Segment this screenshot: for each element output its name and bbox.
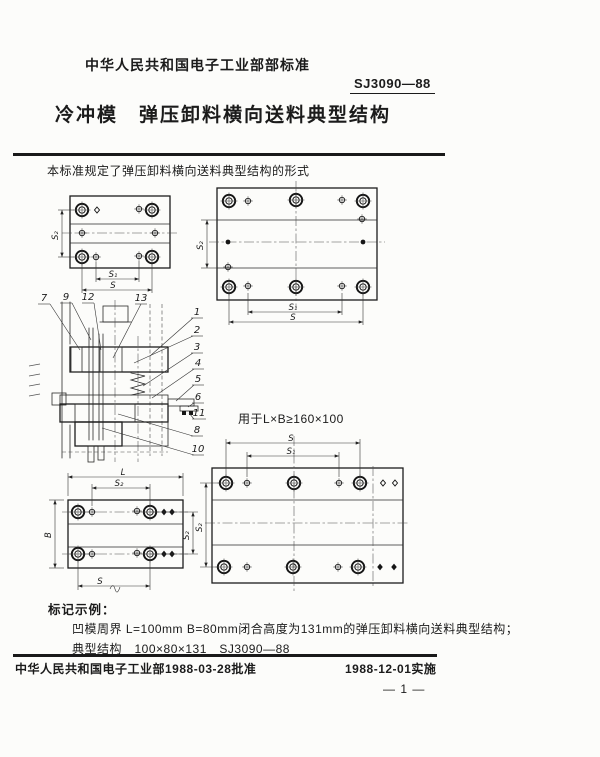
marking-example-line2: 典型结构 100×80×131 SJ3090—88 xyxy=(72,642,290,656)
header-rule xyxy=(13,153,445,156)
usage-note: 用于L×B≥160×100 xyxy=(238,412,344,426)
dim-label-s2: S₂ xyxy=(51,231,61,240)
page-title: 冷冲模 弹压卸料横向送料典型结构 xyxy=(55,105,392,126)
dim-label-s2: S₂ xyxy=(196,241,206,250)
implementation-note: 1988-12-01实施 xyxy=(345,662,437,676)
dim-label-s: S xyxy=(97,577,103,587)
approval-note: 中华人民共和国电子工业部1988-03-28批准 xyxy=(15,662,257,676)
part-number: 8 xyxy=(194,425,200,436)
dim-label-s2: S₂ xyxy=(115,479,124,489)
assembly-section-view: 7 9 12 13 1 2 3 4 5 6 11 8 10 xyxy=(28,292,206,463)
dim-label-s: S xyxy=(290,313,296,323)
part-number: 3 xyxy=(194,342,200,353)
scope-statement: 本标准规定了弹压卸料横向送料典型结构的形式 xyxy=(47,164,310,178)
dim-label-s: S xyxy=(288,434,294,444)
dim-label-s1: S₁ xyxy=(109,270,118,280)
marking-example-line1: 凹模周界 L=100mm B=80mm闭合高度为131mm的弹压卸料横向送料典型… xyxy=(72,622,519,636)
bottom-right-plate-view: S S₁ S₂ xyxy=(195,434,410,592)
standard-number: SJ3090—88 xyxy=(350,76,435,94)
dim-label-s1: S₁ xyxy=(287,447,296,457)
part-number: 7 xyxy=(41,293,48,304)
marking-example-heading: 标记示例： xyxy=(48,603,116,617)
dim-label-l: L xyxy=(121,468,126,478)
part-number: 2 xyxy=(194,325,200,336)
dim-label-s2: S₂ xyxy=(182,531,192,540)
page-number: — 1 — xyxy=(383,682,426,696)
bottom-left-plate-view: L S₂ B S₂ S xyxy=(44,468,198,593)
part-number: 11 xyxy=(193,408,206,419)
part-number: 9 xyxy=(63,292,69,303)
part-number: 12 xyxy=(82,292,95,303)
dim-label-b: B xyxy=(44,532,54,538)
part-number: 6 xyxy=(195,392,201,403)
dim-label-s1: S₁ xyxy=(289,303,298,313)
dim-label-s2: S₂ xyxy=(195,523,205,532)
part-number: 10 xyxy=(192,444,205,455)
dim-label-s: S xyxy=(110,281,116,291)
top-left-plate-view: S₂ S₁ S xyxy=(51,195,178,293)
part-number: 13 xyxy=(135,293,148,304)
footer-rule xyxy=(13,654,437,657)
part-number: 1 xyxy=(194,307,200,318)
top-right-plate-view: S₂ S₁ S xyxy=(196,181,385,325)
part-number: 5 xyxy=(195,374,201,385)
part-number: 4 xyxy=(195,358,201,369)
standard-authority-header: 中华人民共和国电子工业部部标准 xyxy=(85,57,310,73)
